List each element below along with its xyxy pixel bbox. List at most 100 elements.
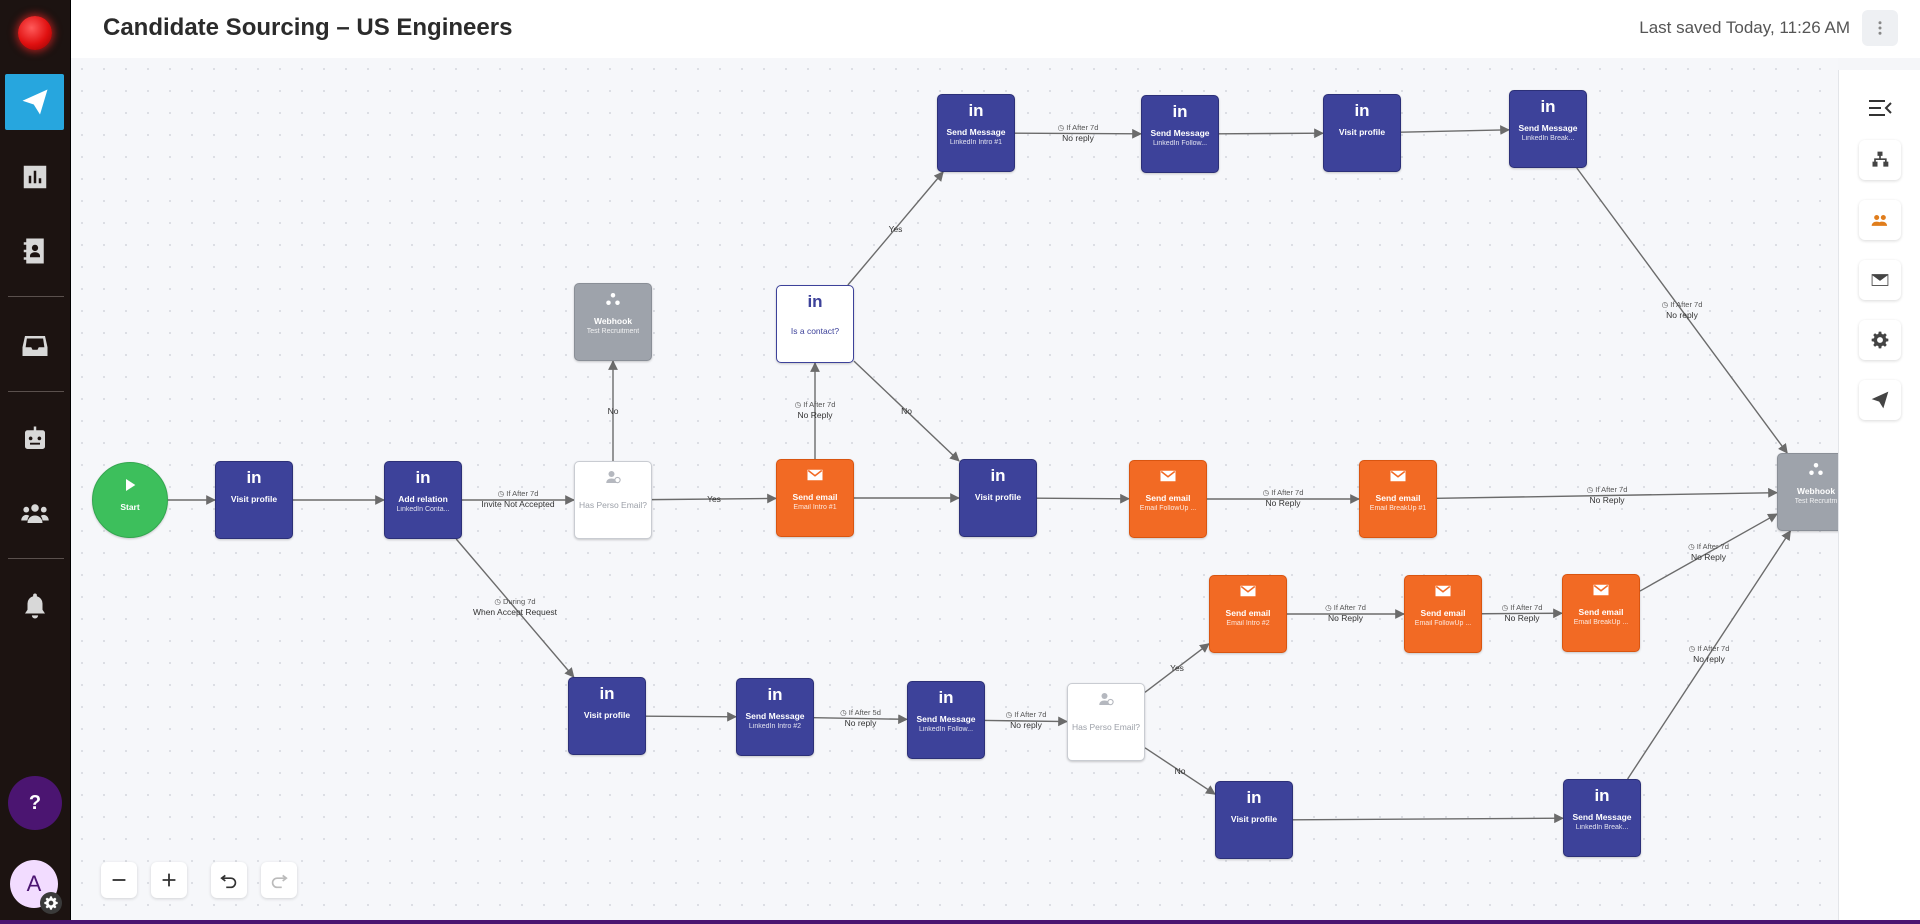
edge-condition-label: No Reply: [1265, 498, 1301, 508]
node-sublabel: LinkedIn Break...: [1521, 135, 1575, 142]
clock-icon: ◷: [1688, 644, 1696, 653]
edge-condition-label: No Reply: [797, 410, 833, 420]
gear-icon: [1871, 331, 1889, 349]
linkedin-icon: in: [1246, 788, 1262, 807]
node-label: Send email: [1225, 608, 1271, 618]
flow-edge: [1639, 513, 1778, 592]
nav-bots[interactable]: [5, 411, 64, 467]
page-title: Candidate Sourcing – US Engineers: [103, 14, 513, 41]
nav-contacts[interactable]: [5, 223, 64, 279]
node-sublabel: Email Intro #2: [1226, 620, 1270, 627]
envelope-icon: [1871, 274, 1889, 286]
condition-node[interactable]: Has Perso Email?: [1067, 683, 1145, 761]
edge-condition-label: No reply: [1666, 309, 1698, 320]
rail-structure-button[interactable]: [1859, 140, 1901, 180]
more-options-button[interactable]: [1862, 10, 1898, 46]
edge-delay-label: ◷ During 7d: [494, 597, 536, 606]
users-icon: [1871, 215, 1888, 226]
brand-logo[interactable]: [18, 16, 52, 50]
nav-team[interactable]: [5, 485, 64, 541]
undo-button[interactable]: [211, 862, 247, 898]
edge-label: Yes: [889, 224, 903, 234]
user-avatar[interactable]: A: [10, 860, 58, 908]
user-check-icon: [1097, 690, 1115, 712]
clock-icon: ◷: [1262, 488, 1270, 497]
nav-notifications[interactable]: [5, 578, 64, 634]
envelope-icon: [1239, 582, 1257, 604]
linkedin-icon: in: [968, 101, 984, 120]
rail-send-button[interactable]: [1859, 380, 1901, 420]
linkedin-icon: in: [807, 292, 823, 311]
edge-label: No: [608, 406, 619, 416]
flow-edge: [1576, 167, 1788, 454]
clock-icon: ◷: [1005, 710, 1013, 719]
edge-delay-label: ◷ If After 7d: [794, 400, 836, 409]
nav-analytics[interactable]: [5, 149, 64, 205]
flow-edge: [1400, 125, 1510, 135]
node-sublabel: LinkedIn Conta...: [396, 506, 450, 513]
edge-condition-label: No: [1174, 766, 1186, 776]
rail-settings-button[interactable]: [1859, 320, 1901, 360]
zoom-out-button[interactable]: [101, 862, 137, 898]
sitemap-icon: [1872, 151, 1889, 167]
edge-delay-label: ◷ If After 7d: [1501, 602, 1543, 612]
flow-edge: [984, 716, 1068, 727]
rail-email-button[interactable]: [1859, 260, 1901, 300]
redo-button[interactable]: [261, 862, 297, 898]
flow-edge: [1436, 487, 1778, 500]
linkedin-icon: in: [938, 688, 954, 707]
nav-divider: [8, 391, 64, 392]
edge-condition-label: Invite Not Accepted: [481, 499, 555, 509]
help-button[interactable]: ?: [8, 776, 62, 830]
rail-team-button[interactable]: [1859, 200, 1901, 240]
nav-divider: [8, 296, 64, 297]
node-label: Send email: [1420, 608, 1466, 618]
avatar-settings-badge[interactable]: [40, 892, 62, 914]
node-sublabel: LinkedIn Follow...: [1152, 140, 1208, 147]
node-label: Send Message: [1518, 123, 1578, 133]
nav-inbox[interactable]: [5, 318, 64, 374]
linkedin-icon: in: [1354, 101, 1370, 120]
edge-label: No: [901, 406, 912, 416]
envelope-icon: [1434, 582, 1452, 604]
node-sublabel: Email BreakUp #1: [1369, 505, 1427, 512]
collapse-panel-button[interactable]: [1867, 98, 1893, 118]
flow-edge: [1627, 530, 1791, 780]
collapse-icon: [1869, 100, 1892, 116]
edge-delay-label: ◷ If After 7d: [1057, 122, 1099, 132]
nav-campaigns[interactable]: [5, 74, 64, 130]
node-sublabel: LinkedIn Intro #1: [949, 139, 1003, 146]
node-sublabel: Email FollowUp ...: [1414, 620, 1472, 627]
condition-node[interactable]: Has Perso Email?: [574, 461, 652, 539]
edge-label: No: [1175, 766, 1186, 776]
node-label: Send Message: [1150, 128, 1210, 138]
start-node[interactable]: Start: [92, 462, 168, 538]
zoom-in-button[interactable]: [151, 862, 187, 898]
flow-edge: [1218, 128, 1324, 139]
zoom-in-icon: [162, 873, 176, 887]
